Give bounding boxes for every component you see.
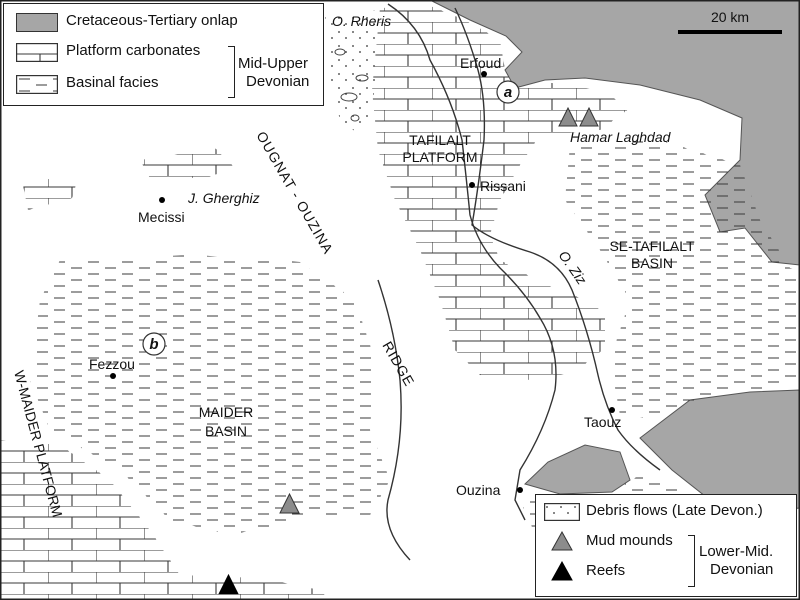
legend-symbol-mud-mound [551, 531, 573, 551]
legend-swatch-onlap [16, 13, 58, 32]
legend-bracket-top [228, 46, 235, 98]
oued-rheris [387, 3, 557, 521]
basinal-facies [30, 140, 800, 545]
label-j-gherghiz: J. Gherghiz [187, 190, 260, 206]
label-platform: PLATFORM [402, 149, 477, 165]
label-mecissi: Mecissi [138, 209, 185, 225]
legend-swatch-basinal [16, 75, 58, 94]
label-fezzou: Fezzou [89, 356, 135, 372]
legend-group-line1: Mid-Upper [238, 55, 309, 72]
tafilalt-platform-area [372, 6, 630, 380]
label-maider-basin: BASIN [205, 423, 247, 439]
legend-group-line2: Devonian [246, 73, 310, 90]
label-maider: MAIDER [199, 404, 253, 420]
label-ougnat-ouzina: OUGNAT - OUZINA [253, 129, 336, 257]
mud-mound-maider [279, 492, 300, 514]
label-tafilalt: TAFILALT [409, 132, 471, 148]
legend-symbol-reef [551, 561, 573, 581]
label-se-tafilalt: SE-TAFILALT [609, 238, 695, 254]
marker-a-circle [496, 80, 520, 104]
label-o-ziz: O. Ziz [556, 248, 591, 288]
ouzina-dot [517, 487, 523, 493]
legend-swatch-platform [16, 43, 58, 62]
scale-bar-label: 20 km [711, 9, 749, 25]
label-se-basin: BASIN [631, 255, 673, 271]
oued-ziz [454, 7, 661, 471]
onlap-southeast [524, 444, 631, 495]
mud-mound-hamar-2 [579, 106, 599, 127]
legend-bracket-bottom [688, 535, 695, 587]
legend-label-onlap: Cretaceous-Tertiary onlap [66, 12, 238, 29]
ridge-contact [377, 279, 411, 561]
se-tafilalt-basin-area [565, 140, 800, 420]
label-hamar-laghdad: Hamar Laghdad [570, 129, 672, 145]
label-o-rheris: O. Rheris [332, 13, 391, 29]
legend-label-basinal: Basinal facies [66, 74, 159, 91]
legend-label-debris: Debris flows (Late Devon.) [586, 502, 763, 519]
debris-flows [325, 10, 380, 135]
label-ridge: RIDGE [379, 339, 418, 390]
label-rissani: Rissani [480, 178, 526, 194]
legend-label-reef: Reefs [586, 562, 626, 579]
taouz-dot [609, 407, 615, 413]
legend-label-mud-mound: Mud mounds [586, 532, 673, 549]
rissani-dot [469, 182, 475, 188]
legend-group-line2-bottom: Devonian [710, 561, 774, 578]
gherghiz-platform-area [140, 148, 235, 178]
marker-a-label: a [504, 84, 512, 101]
reef-south [218, 573, 239, 595]
legend-group-line1-bottom: Lower-Mid. [699, 543, 774, 560]
legend-top: Cretaceous-Tertiary onlap Platform carbo… [3, 3, 324, 106]
legend-bottom: Debris flows (Late Devon.) Mud mounds Re… [535, 494, 797, 597]
marker-b-label: b [149, 336, 158, 353]
legend-swatch-debris [544, 503, 580, 521]
mud-mound-hamar-1 [558, 106, 578, 127]
label-taouz: Taouz [584, 414, 621, 430]
maider-basin-area [30, 255, 390, 535]
w-maider-platform-area [0, 440, 330, 600]
platform-carbonates [0, 6, 630, 600]
label-ouzina: Ouzina [456, 482, 501, 498]
mecissi-dot [159, 197, 165, 203]
erfoud-dot [481, 71, 487, 77]
west-platform-area [22, 178, 78, 210]
label-erfoud: Erfoud [460, 55, 501, 71]
scale-bar: 20 km [678, 9, 782, 34]
rivers [377, 3, 661, 561]
marker-b-circle [142, 332, 166, 356]
fezzou-dot [110, 373, 116, 379]
legend-label-platform: Platform carbonates [66, 42, 201, 59]
